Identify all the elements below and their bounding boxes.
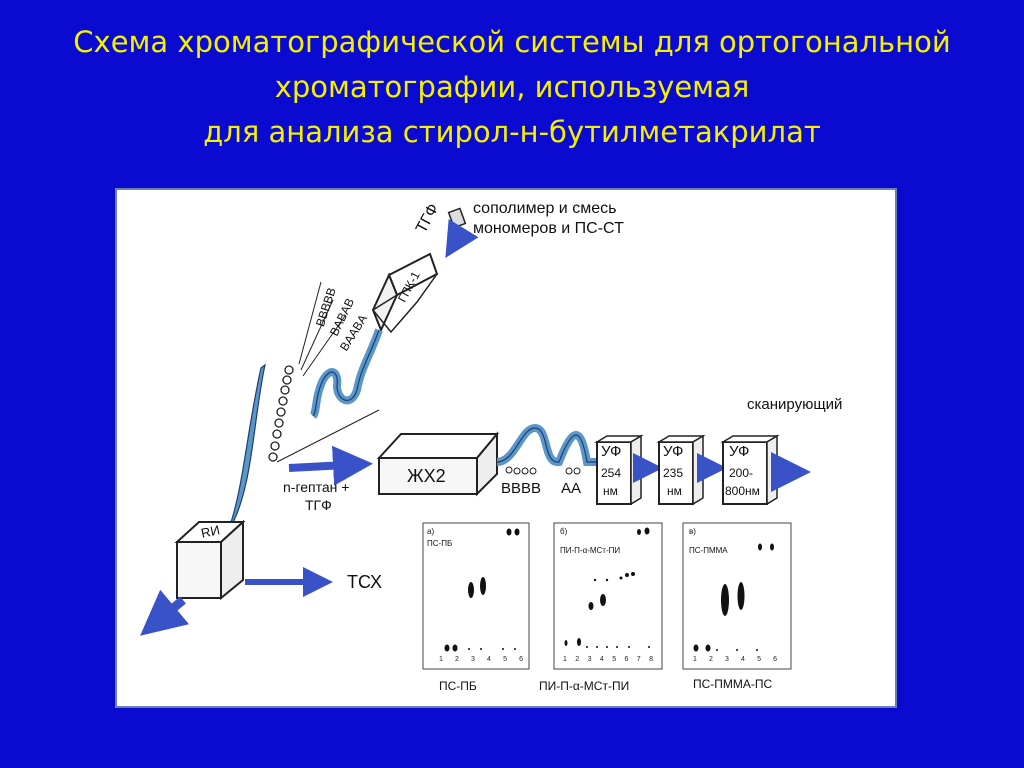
tick: 3 [471, 656, 475, 663]
plate-c-tag: в) [689, 527, 696, 536]
tlc-plate-b [553, 522, 663, 670]
plate-b-ticks: 1 2 3 4 5 6 7 8 [563, 656, 653, 663]
plate-b-spots [564, 527, 650, 648]
uv1-unit: нм [603, 484, 618, 498]
plate-a-ticks: 1 2 3 4 5 6 [439, 656, 523, 663]
plate-c-system: ПС-ПММА [689, 546, 728, 555]
tick: 5 [503, 656, 507, 663]
tick: 4 [487, 656, 491, 663]
tlc-label: ТСХ [347, 572, 382, 592]
plate-b-tag: б) [560, 527, 568, 536]
sample-label-line-1: сополимер и смесь [473, 200, 617, 217]
ri-detector-box [174, 519, 246, 601]
eluent-arrow [288, 445, 373, 486]
sample-label-line-2: мономеров и ПС-СТ [473, 220, 624, 237]
uv3-title: УФ [729, 443, 750, 460]
hplc-column-box [376, 431, 500, 497]
gpc-column-box [371, 252, 439, 334]
peak-beads [505, 466, 581, 475]
plate-a-spots [444, 528, 520, 652]
eluent-label-line-1: n-гептан + [283, 479, 350, 495]
diagram-panel: сополимер и смесь мономеров и ПС-СТ ТГФ … [115, 188, 897, 708]
tick: 8 [649, 656, 653, 663]
sample-vial-icon [447, 207, 467, 229]
transfer-ribbon [220, 363, 266, 537]
plate-c-caption: ПС-ПММА-ПС [693, 677, 773, 691]
tick: 4 [741, 656, 745, 663]
tick: 1 [563, 656, 567, 663]
uv3-unit: 800нм [725, 484, 760, 498]
tick: 1 [439, 656, 443, 663]
slide-title: Схема хроматографической системы для орт… [0, 20, 1024, 155]
tick: 2 [709, 656, 713, 663]
scheme-drawing [140, 207, 811, 670]
tick: 6 [624, 656, 629, 663]
tick: 7 [636, 656, 641, 663]
peak-label-2: AA [561, 480, 582, 497]
plate-a-system: ПС-ПБ [427, 539, 453, 548]
eluent-label-line-2: ТГФ [305, 497, 332, 513]
fraction-pointer-3 [302, 315, 346, 377]
tick: 6 [773, 656, 777, 663]
plate-c-ticks: 1 2 3 4 5 6 [693, 656, 777, 663]
tick: 2 [575, 656, 580, 663]
waste-arrow [140, 589, 190, 636]
tick: 6 [519, 656, 523, 663]
uv1-wavelength: 254 [601, 466, 622, 480]
plate-a-tag: а) [427, 527, 435, 536]
plate-b-system: ПИ-П-α-МСт-ПИ [560, 546, 621, 555]
fraction-loop [268, 365, 294, 462]
uv1-title: УФ [601, 443, 622, 460]
peak-label-1: BBBB [501, 480, 542, 497]
loop-to-hplc-line [276, 409, 380, 463]
fraction-pointer-1 [298, 281, 322, 365]
tick: 2 [455, 656, 459, 663]
hplc-column-label: ЖХ2 [407, 466, 446, 486]
tick: 5 [612, 656, 617, 663]
tlc-plate-a [422, 522, 530, 670]
fraction-pointer-2 [300, 299, 334, 371]
tick: 1 [693, 656, 697, 663]
title-line-2: хроматографии, используемая [274, 70, 750, 104]
plate-b-caption: ПИ-П-α-МСт-ПИ [539, 679, 630, 693]
uv3-range: 200- [729, 466, 754, 480]
tick: 3 [587, 656, 592, 663]
tick: 4 [599, 656, 604, 663]
hplc-outlet-tube [496, 423, 597, 466]
tick: 3 [725, 656, 729, 663]
uv2-unit: нм [667, 484, 682, 498]
title-line-3: для анализа стирол-н-бутилметакрилат [203, 115, 821, 149]
scanning-label: сканирующий [747, 396, 843, 413]
uv2-wavelength: 235 [663, 466, 684, 480]
tlc-plate-c [682, 522, 792, 670]
plate-a-caption: ПС-ПБ [439, 679, 477, 693]
uv2-title: УФ [663, 443, 684, 460]
sample-inlet-arrow [445, 218, 479, 258]
plate-c-spots [693, 543, 774, 652]
tick: 5 [757, 656, 761, 663]
title-line-1: Схема хроматографической системы для орт… [73, 25, 951, 59]
